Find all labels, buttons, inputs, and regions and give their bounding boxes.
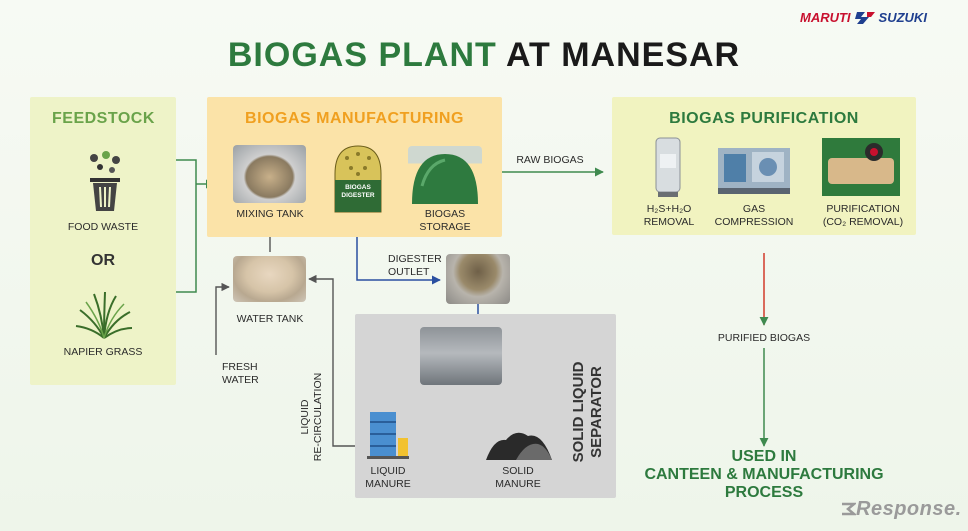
or-label: OR: [91, 252, 115, 269]
digester-outlet-line1: DIGESTER: [388, 253, 442, 265]
liquid-recirculation-label: LIQUID RE-CIRCULATION: [299, 352, 327, 482]
purification-unit-icon: [822, 138, 900, 196]
gas-compression-icon: [718, 148, 790, 194]
storage-label-line1: BIOGAS: [424, 208, 466, 220]
digester-outlet-label: DIGESTER OUTLET: [388, 253, 448, 279]
storage-label: BIOGAS STORAGE: [402, 208, 488, 234]
liquid-recirc-line2: RE-CIRCULATION: [312, 372, 324, 462]
solid-manure-line2: MANURE: [495, 478, 541, 490]
purified-biogas-label: PURIFIED BIOGAS: [717, 332, 811, 344]
response-logo-icon: [842, 502, 856, 516]
feedstock-title: FEEDSTOCK: [52, 110, 155, 127]
brand-logo: MARUTI SUZUKI: [800, 10, 927, 25]
manufacturing-title: BIOGAS MANUFACTURING: [245, 110, 464, 127]
arrow-liquid-recirc: [308, 274, 360, 447]
compression-label-line1: GAS: [742, 203, 766, 215]
separator-title-line1: SOLID LIQUID: [570, 361, 587, 463]
water-tank-label: WATER TANK: [236, 313, 304, 325]
digester-label-line1: BIOGAS: [345, 184, 371, 191]
water-tank-photo: [233, 256, 306, 302]
storage-label-line2: STORAGE: [419, 221, 471, 233]
compression-label-line2: COMPRESSION: [714, 216, 794, 228]
used-in-line2: CANTEEN & MANUFACTURING: [644, 466, 884, 483]
digester-outlet-photo: [446, 254, 510, 304]
storage-dome-icon: [412, 154, 478, 204]
removal-label: H₂S+H₂O REMOVAL: [626, 203, 712, 229]
title-part2: AT MANESAR: [505, 36, 741, 74]
used-in-line3: PROCESS: [724, 484, 804, 501]
food-waste-label: FOOD WASTE: [67, 221, 139, 233]
suzuki-s-icon: [854, 11, 875, 24]
removal-vessel-icon: [655, 137, 681, 197]
liquid-manure-label: LIQUID MANURE: [350, 465, 426, 491]
purification-label-line2: (CO₂ REMOVAL): [822, 216, 904, 228]
digester-label: BIOGAS DIGESTER: [333, 184, 383, 200]
watermark-text: Response.: [856, 498, 962, 520]
raw-biogas-label: RAW BIOGAS: [516, 154, 584, 166]
napier-grass-icon: [75, 291, 133, 339]
liquid-manure-tank-icon: [367, 412, 409, 459]
brand-name-right: SUZUKI: [878, 10, 927, 25]
mixing-tank-photo: [233, 145, 306, 203]
fresh-water-line1: FRESH: [222, 361, 258, 373]
fresh-water-line2: WATER: [222, 374, 259, 386]
separator-photo: [420, 327, 502, 385]
liquid-manure-line2: MANURE: [365, 478, 411, 490]
removal-label-line1: H₂S+H₂O: [646, 203, 692, 215]
fresh-water-label: FRESH WATER: [222, 361, 262, 387]
solid-manure-pile-icon: [486, 432, 552, 460]
compression-label: GAS COMPRESSION: [706, 203, 802, 229]
purification-title: BIOGAS PURIFICATION: [669, 110, 859, 127]
mixing-tank-label: MIXING TANK: [236, 208, 304, 220]
arrow-fresh-water: [215, 282, 230, 355]
brand-name-left: MARUTI: [800, 10, 851, 25]
solid-manure-line1: SOLID: [502, 465, 534, 477]
digester-label-line2: DIGESTER: [341, 192, 375, 199]
liquid-manure-line1: LIQUID: [370, 465, 406, 477]
purification-label: PURIFICATION (CO₂ REMOVAL): [808, 203, 918, 229]
purification-label-line1: PURIFICATION: [826, 203, 900, 215]
title-part1: BIOGAS PLANT: [227, 36, 497, 74]
used-in-label: USED IN CANTEEN & MANUFACTURING PROCESS: [632, 448, 896, 502]
solid-manure-label: SOLID MANURE: [478, 465, 558, 491]
removal-label-line2: REMOVAL: [643, 216, 695, 228]
used-in-line1: USED IN: [731, 448, 797, 465]
napier-grass-label: NAPIER GRASS: [63, 346, 143, 358]
biogas-digester-icon: [334, 145, 382, 213]
feedstock-panel: [30, 97, 176, 385]
page-title: BIOGAS PLANT AT MANESAR: [0, 36, 968, 75]
separator-title: SOLID LIQUID SEPARATOR: [570, 347, 610, 477]
food-waste-icon: [90, 151, 120, 211]
digester-outlet-line2: OUTLET: [388, 266, 430, 278]
arrow-digester-outlet: [356, 222, 441, 285]
liquid-recirc-line1: LIQUID: [299, 399, 311, 435]
separator-title-line2: SEPARATOR: [588, 366, 605, 458]
